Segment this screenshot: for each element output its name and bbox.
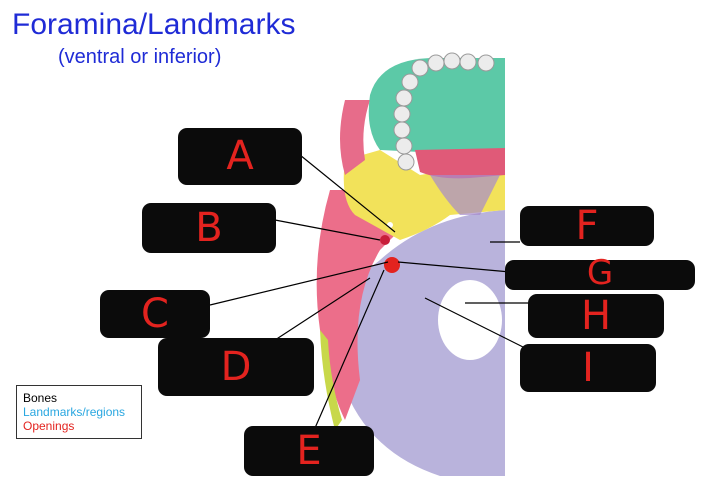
- label-h[interactable]: H: [528, 294, 664, 338]
- label-f[interactable]: F: [520, 206, 654, 246]
- label-e-letter: E: [296, 428, 322, 474]
- palatine-bone: [415, 148, 505, 179]
- occipital-bone: [330, 210, 505, 476]
- label-h-letter: H: [580, 293, 612, 339]
- label-a-letter: A: [226, 133, 254, 179]
- teeth: [393, 52, 495, 171]
- label-c[interactable]: C: [100, 290, 210, 338]
- legend-landmarks: Landmarks/regions: [23, 405, 126, 419]
- label-d-letter: D: [220, 344, 252, 390]
- label-g[interactable]: G: [505, 256, 695, 290]
- temporal-bone: [316, 190, 400, 420]
- zygomatic-bone: [340, 100, 370, 175]
- label-i[interactable]: I: [520, 344, 656, 392]
- legend-bones: Bones: [23, 391, 58, 405]
- jugular-foramen: [384, 257, 400, 273]
- label-e[interactable]: E: [244, 426, 374, 476]
- page-title: Foramina/Landmarks: [12, 8, 296, 41]
- label-c-letter: C: [141, 291, 169, 337]
- label-b-letter: B: [195, 205, 223, 251]
- label-i-letter: I: [582, 345, 594, 391]
- label-a[interactable]: A: [178, 128, 302, 185]
- maxilla-bone: [368, 58, 505, 152]
- parietal-bone: [320, 330, 342, 430]
- legend-openings: Openings: [23, 419, 75, 433]
- label-d[interactable]: D: [158, 338, 314, 396]
- page-subtitle: (ventral or inferior): [58, 46, 222, 68]
- carotid-canal: [380, 235, 390, 245]
- label-f-letter: F: [575, 203, 599, 249]
- choanae: [430, 175, 500, 215]
- legend-box: Bones Landmarks/regions Openings: [16, 385, 142, 439]
- leader-lines: [209, 154, 530, 429]
- label-g-letter: G: [586, 253, 614, 293]
- foramen-ovale: [387, 222, 393, 228]
- label-b[interactable]: B: [142, 203, 276, 253]
